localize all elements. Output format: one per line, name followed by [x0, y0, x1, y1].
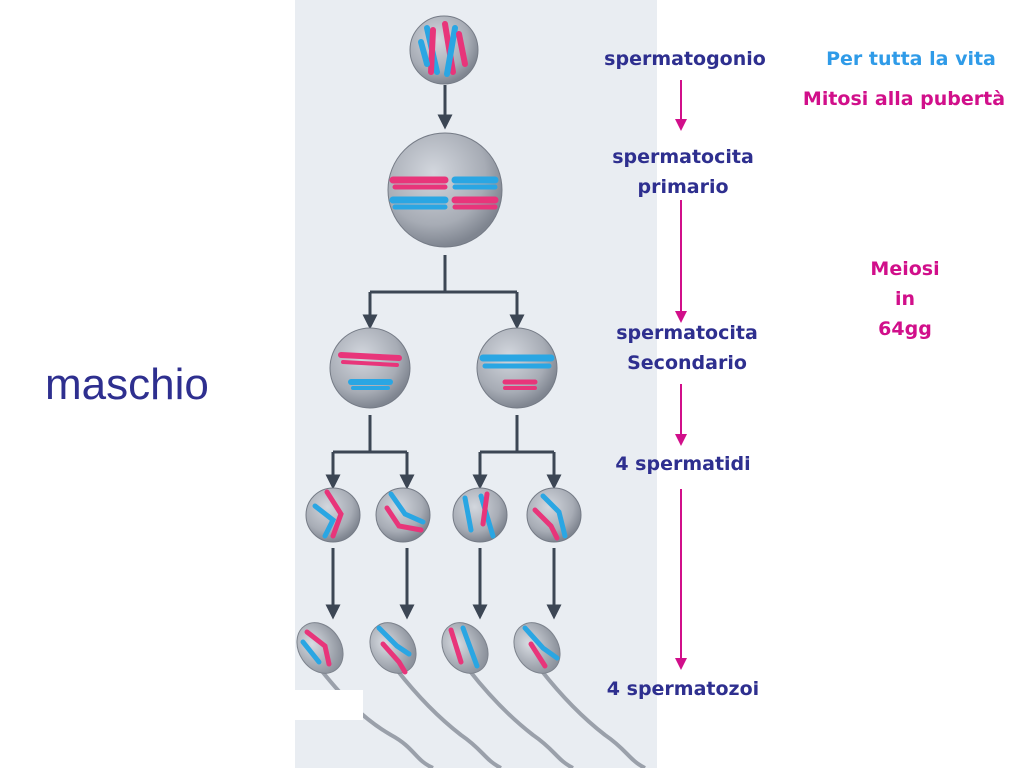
stage-label-spermatocita-secondario: spermatocita Secondario: [616, 322, 758, 374]
spermatogenesis-diagram: [295, 15, 646, 768]
spermatocita-secondario-right-cell: [476, 327, 558, 409]
lineage-connectors: [325, 85, 562, 620]
spermatid-2-cell: [375, 487, 431, 543]
spermatocita-secondario-left-cell: [329, 327, 411, 409]
spermatid-4-cell: [526, 487, 582, 543]
stage-label-spermatogonio: spermatogonio: [604, 48, 766, 70]
spermatozoon-1: [296, 622, 434, 768]
note-per-tutta-la-vita: Per tutta la vita: [826, 48, 996, 70]
note-mitosi-pubertà: Mitosi alla pubertà: [802, 88, 1006, 110]
slide-title: maschio: [45, 360, 209, 409]
spermatogonio-cell: [409, 15, 479, 85]
spermatid-3-cell: [452, 487, 508, 543]
spermatocita-primario-cell: [387, 132, 503, 248]
note-meiosi-64gg: Meiosi in 64gg: [870, 258, 940, 340]
stage-label-spermatidi: 4 spermatidi: [615, 453, 751, 475]
spermatozoon-2: [369, 622, 502, 768]
spermatid-1-cell: [305, 487, 361, 543]
spermatozoon-4: [513, 622, 646, 768]
stage-label-spermatocita-primario: spermatocita primario: [612, 146, 754, 198]
spermatozoon-3: [441, 622, 574, 768]
white-patch: [295, 690, 363, 720]
spermatogenesis-diagram-panel: [295, 0, 657, 768]
stage-label-spermatozoi: 4 spermatozoi: [606, 678, 760, 700]
